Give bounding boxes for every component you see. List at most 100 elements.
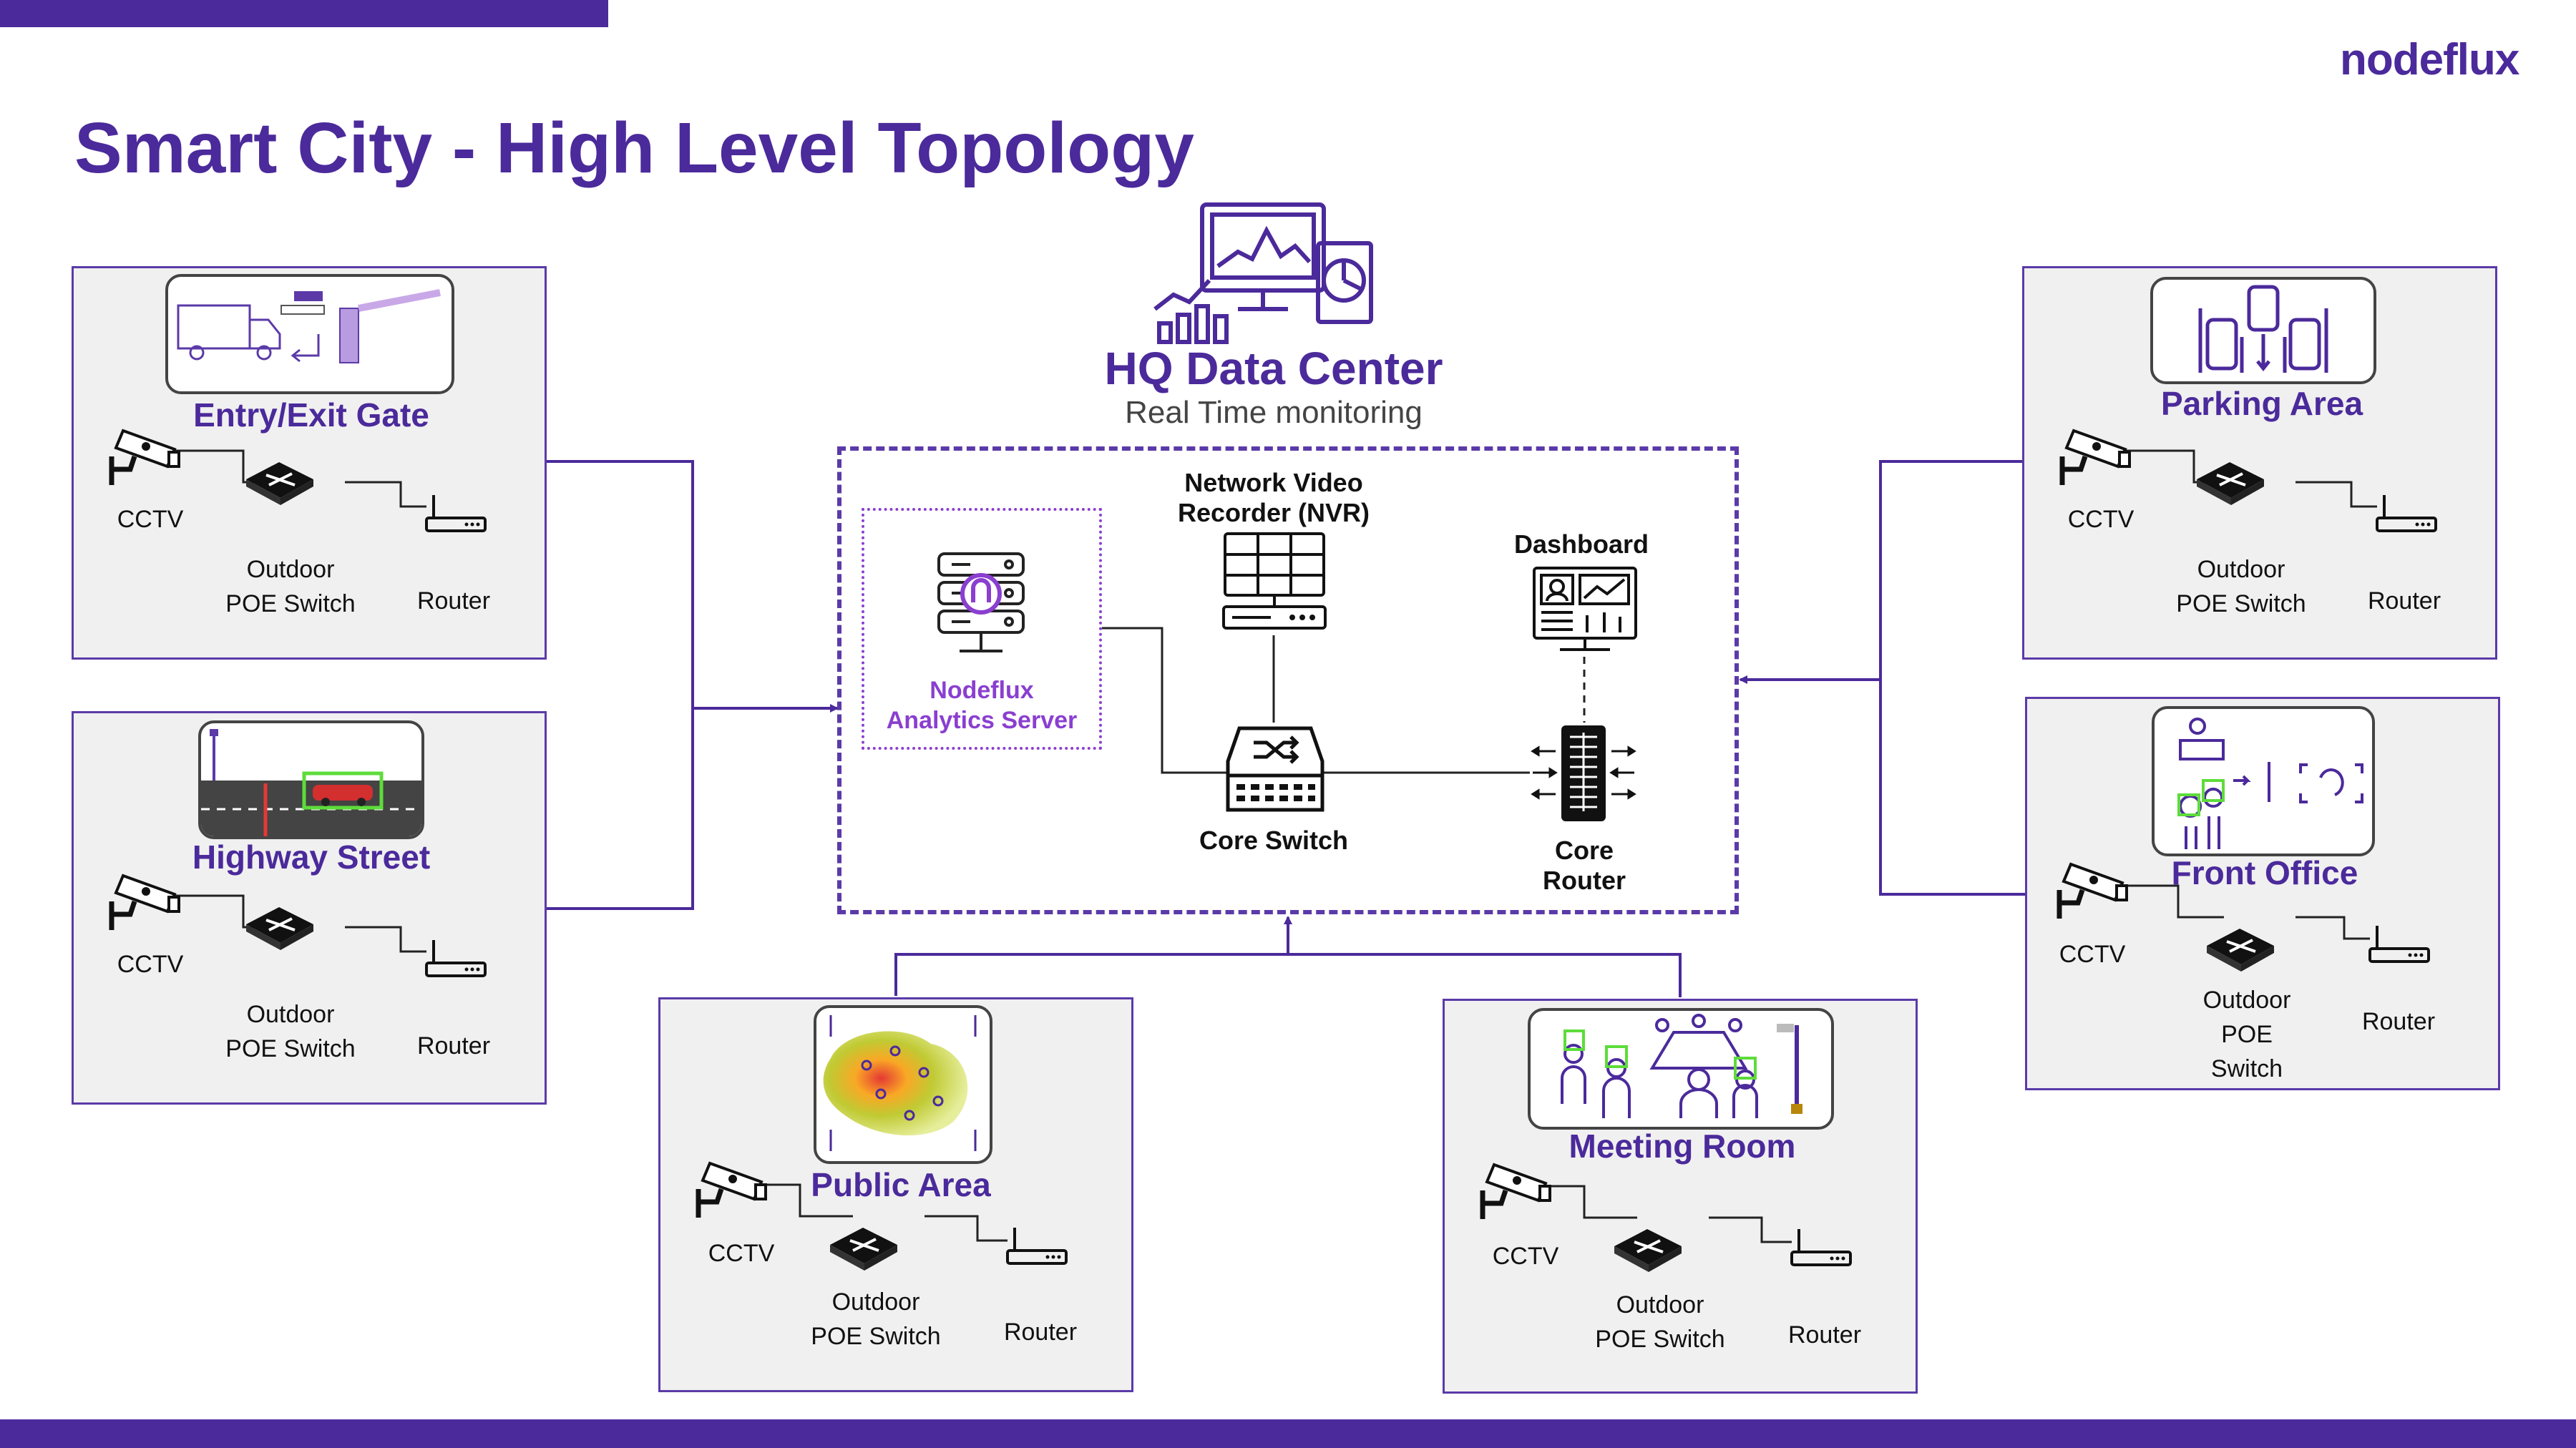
switch-label-line2: POE Switch: [225, 1035, 356, 1062]
analytics-server-group: [862, 508, 1102, 750]
public-area-picture: [814, 1005, 992, 1164]
switch-label: Outdoor POE Switch: [212, 997, 369, 1066]
switch-label-line2: POE Switch: [811, 1323, 941, 1350]
switch-label: Outdoor POE Switch: [797, 1285, 955, 1354]
switch-label-line1: Outdoor: [831, 1288, 920, 1316]
cctv-label: CCTV: [708, 1240, 775, 1267]
switch-label: Outdoor POE Switch: [2162, 552, 2320, 621]
device-links: [1534, 1185, 1792, 1243]
switch-label-line1: Outdoor: [1616, 1291, 1704, 1319]
nvr-label: Network Video Recorder (NVR): [1131, 468, 1417, 528]
poe-switch-icon: [2207, 929, 2274, 972]
cctv-icon: [1480, 1163, 1551, 1219]
core-router-label: Core Router: [1477, 836, 1692, 896]
analytics-server-label-line1: Nodeflux: [930, 677, 1034, 704]
switch-label-line3: Switch: [2210, 1055, 2283, 1082]
switch-label-line2: POE Switch: [2176, 590, 2306, 617]
switch-label-line1: Outdoor: [246, 556, 335, 583]
switch-label: Outdoor POE Switch: [1581, 1288, 1739, 1356]
bottom-accent-bar: [0, 1419, 2576, 1448]
site-entry-exit-gate: Entry/Exit Gate: [72, 266, 547, 660]
poe-switch-icon: [246, 462, 313, 505]
switch-label-line2: POE Switch: [1595, 1326, 1725, 1353]
switch-label-line1: Outdoor: [2197, 556, 2285, 583]
dashboard-label: Dashboard: [1513, 529, 1649, 559]
devices-public-area: CCTV Outdoor POE Switch Router: [658, 997, 1133, 1392]
hq-subtitle: Real Time monitoring: [1125, 395, 1423, 430]
cctv-label: CCTV: [117, 506, 184, 533]
site-parking-area: Parking Area: [2022, 266, 2497, 660]
page-title: Smart City - High Level Topology: [74, 108, 1194, 188]
switch-label-line2: POE Switch: [225, 590, 356, 617]
poe-switch-icon: [246, 907, 313, 950]
site-name-front-office: Front Office: [2171, 854, 2358, 891]
cctv-icon: [109, 429, 180, 485]
devices-meeting-room: CCTV Outdoor POE Switch Router: [1443, 999, 1918, 1394]
meeting-table-icon: [1561, 1014, 1802, 1118]
router-icon: [1790, 1229, 1852, 1266]
site-name-meeting-room: Meeting Room: [1568, 1127, 1796, 1165]
site-name-entry-gate: Entry/Exit Gate: [193, 396, 429, 434]
analytics-server-label-line2: Analytics Server: [886, 707, 1078, 734]
gate-truck-barrier-icon: [177, 289, 441, 363]
router-icon: [2368, 926, 2430, 963]
nvr-icon: [1222, 532, 1327, 630]
cctv-icon: [109, 874, 180, 930]
router-icon: [1006, 1228, 1068, 1265]
poe-switch-icon: [2197, 462, 2264, 505]
router-icon: [2376, 495, 2437, 532]
cctv-label: CCTV: [117, 951, 184, 978]
router-label: Router: [1787, 1321, 1862, 1349]
switch-label: Outdoor POE Switch: [212, 552, 369, 621]
highway-picture: [198, 720, 424, 839]
analytics-server-label: Nodeflux Analytics Server: [862, 675, 1102, 735]
dashboard-icon: [1533, 567, 1637, 651]
router-icon: [425, 495, 487, 532]
top-accent-bar: [0, 0, 608, 27]
devices-highway: CCTV Outdoor POE Switch Router: [72, 711, 547, 1105]
switch-label-line2: POE: [2221, 1021, 2273, 1048]
cctv-icon: [2057, 862, 2128, 919]
cctv-label: CCTV: [1492, 1243, 1559, 1270]
cctv-icon: [696, 1161, 767, 1218]
device-links: [750, 1183, 1008, 1242]
devices-parking: CCTV Outdoor POE Switch Router: [2022, 266, 2497, 660]
site-meeting-room: Meeting Room: [1443, 999, 1918, 1394]
devices-front-office: CCTV Outdoor POE Switch Router: [2025, 697, 2500, 1090]
front-office-picture: [2152, 706, 2375, 856]
highway-road-icon: [201, 729, 421, 836]
cctv-icon: [2059, 429, 2131, 485]
router-label: Router: [416, 1032, 491, 1060]
router-label: Router: [2367, 587, 2441, 615]
nvr-label-line2: Recorder (NVR): [1177, 498, 1370, 527]
site-name-parking: Parking Area: [2160, 385, 2363, 422]
switch-label-line1: Outdoor: [246, 1001, 335, 1028]
router-icon: [425, 940, 487, 977]
entry-gate-picture: [165, 274, 454, 394]
parking-cars-icon: [2198, 285, 2328, 373]
site-name-highway: Highway Street: [192, 838, 431, 876]
core-switch-label: Core Switch: [1199, 826, 1349, 855]
site-highway-street: Highway Street: [72, 711, 547, 1105]
core-router-label-line2: Router: [1543, 866, 1626, 895]
router-label: Router: [416, 587, 491, 615]
core-router-icon: [1531, 725, 1636, 821]
cctv-label: CCTV: [2059, 941, 2126, 968]
poe-switch-icon: [830, 1228, 897, 1271]
router-label: Router: [1003, 1319, 1078, 1346]
core-switch-icon: [1226, 726, 1324, 812]
devices-entry-gate: CCTV Outdoor POE Switch Router: [72, 266, 547, 660]
crowd-heatmap-icon: [823, 1015, 977, 1151]
switch-label: Outdoor POE Switch: [2168, 983, 2326, 1086]
nodeflux-logo: nodeflux: [2340, 35, 2519, 84]
nvr-label-line1: Network Video: [1184, 468, 1363, 497]
device-links: [2114, 884, 2370, 940]
poe-switch-icon: [1614, 1229, 1682, 1272]
hq-title: HQ Data Center: [1104, 343, 1443, 394]
server-icon: [937, 552, 1025, 652]
hq-data-center-container: [837, 446, 1739, 914]
cctv-label: CCTV: [2067, 506, 2135, 533]
front-office-reception-icon: [2177, 718, 2363, 849]
core-router-label-line1: Core: [1554, 836, 1614, 865]
